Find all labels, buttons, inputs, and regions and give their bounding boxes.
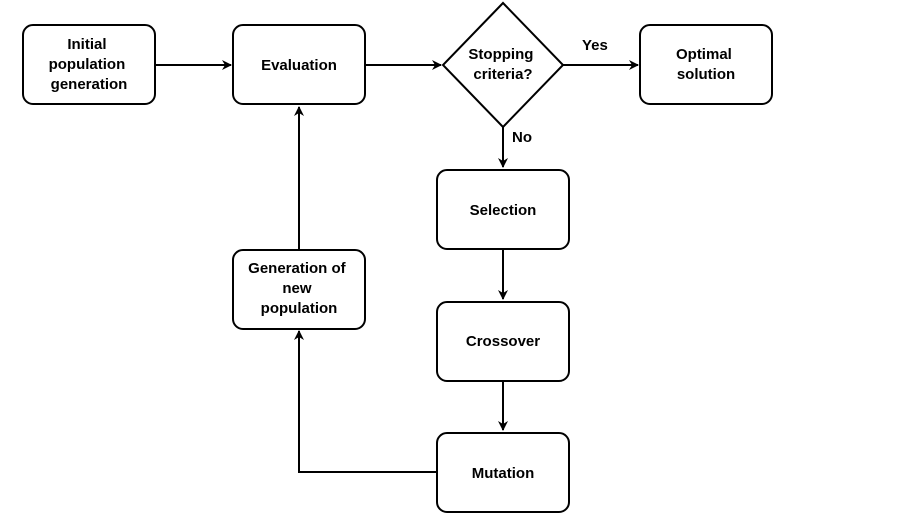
node-text-line: population — [49, 56, 126, 73]
node-mutation: Mutation — [436, 432, 570, 513]
node-text-line: Mutation — [472, 465, 534, 482]
node-crossover: Crossover — [436, 301, 570, 382]
node-text-line: Crossover — [466, 333, 540, 350]
svg-text:Crossover: Crossover — [466, 333, 540, 350]
svg-text:Mutation: Mutation — [472, 465, 534, 482]
node-text-line: solution — [677, 66, 735, 83]
node-stopping-criteria-decision: Stopping criteria? — [441, 1, 565, 129]
svg-text:Evaluation: Evaluation — [261, 57, 337, 74]
node-text-line: new — [282, 280, 312, 297]
yes-label: Yes — [582, 37, 608, 54]
node-text-line: Selection — [470, 202, 537, 219]
svg-text:Generation of new: Generation of new population — [248, 260, 350, 317]
node-text-line: Stopping — [468, 46, 533, 63]
node-text-line: criteria? — [473, 66, 532, 83]
node-evaluation: Evaluation — [232, 24, 366, 105]
node-text-line: Optimal — [676, 46, 732, 63]
svg-text:Initial population: Initial population generation — [49, 36, 130, 93]
node-text-line: Initial — [67, 36, 106, 53]
no-label: No — [512, 129, 532, 146]
node-initial-population-generation: Initial population generation — [22, 24, 156, 105]
svg-text:Stopping criteria?: Stopping criteria? — [468, 46, 537, 83]
node-text-line: Generation of — [248, 260, 347, 277]
node-optimal-solution: Optimal solution — [639, 24, 773, 105]
node-generation-of-new-population: Generation of new population — [232, 249, 366, 330]
edge-mutation-to-generation — [294, 330, 437, 473]
node-text-line: population — [261, 300, 338, 317]
node-text-line: Evaluation — [261, 57, 337, 74]
svg-text:Selection: Selection — [470, 202, 537, 219]
svg-text:Optimal solution: Optimal solution — [676, 46, 736, 83]
node-text-line: generation — [51, 76, 128, 93]
node-selection: Selection — [436, 169, 570, 250]
